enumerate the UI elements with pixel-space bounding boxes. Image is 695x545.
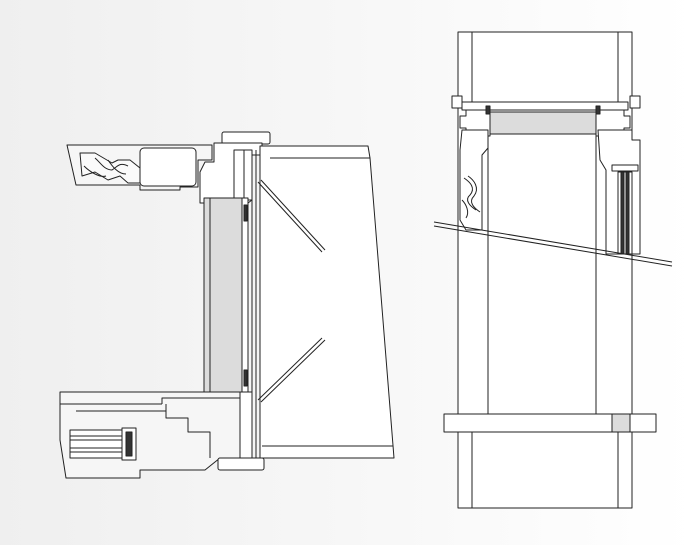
frame-head-cap <box>221 131 271 145</box>
open-shutter-panel <box>259 145 395 459</box>
lower-sill-glazing <box>69 427 137 461</box>
frame-sill-cap <box>217 457 265 471</box>
right-glazing <box>617 171 633 255</box>
sloped-section-line <box>433 221 673 267</box>
head-glass <box>489 111 597 135</box>
sill-board <box>443 413 657 433</box>
frame-sill <box>239 391 253 461</box>
sill-end-block <box>611 413 631 433</box>
lower-hinge-arm <box>257 337 323 401</box>
vertical-section-view <box>433 31 673 509</box>
glass-pane <box>203 197 245 393</box>
plan-section-view <box>59 131 395 479</box>
upper-hinge-arm <box>257 181 323 253</box>
